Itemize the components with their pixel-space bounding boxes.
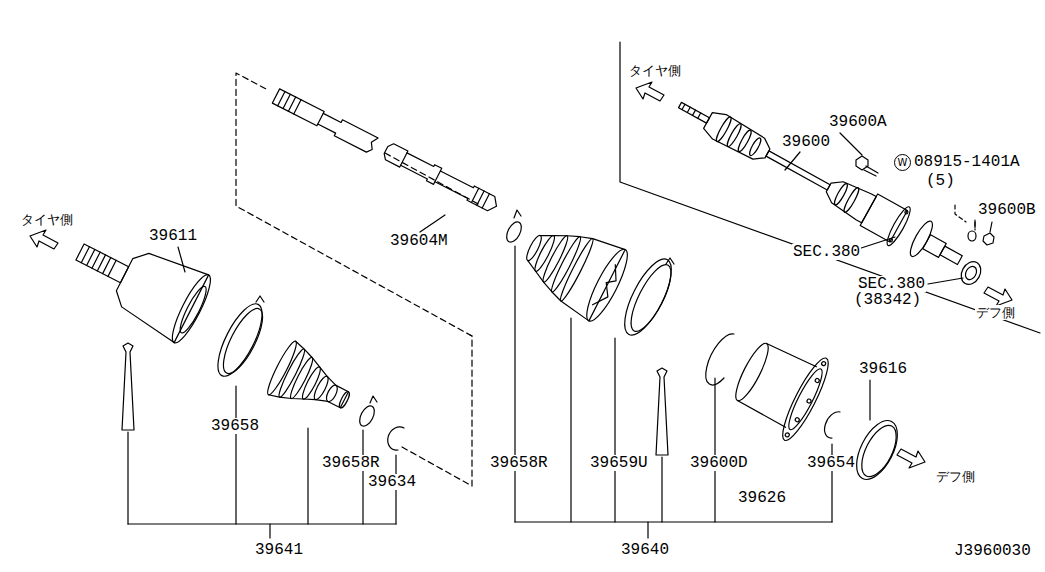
callout-number: 39640 (620, 542, 670, 558)
o-ring (848, 414, 906, 486)
callout-number: 39658 (210, 418, 260, 434)
callout-number: 39658R (489, 455, 549, 471)
shaft (382, 142, 501, 214)
callout-number: 39659U (589, 455, 649, 471)
shaft (272, 88, 378, 154)
frame-line (620, 42, 1040, 333)
drive-shaft-assembly (669, 86, 970, 280)
direction-arrow (30, 82, 1012, 468)
band (504, 219, 525, 244)
callout-number: J3960030 (953, 543, 1032, 559)
direction-label: デフ側 (975, 305, 1016, 320)
direction-label: タイヤ側 (20, 212, 74, 227)
callout-number: 39600 (781, 134, 831, 150)
snap-ring (706, 334, 734, 385)
circled-symbol: W (894, 154, 911, 171)
callout-number: 39611 (148, 228, 198, 244)
band (209, 298, 270, 382)
circlip (388, 427, 404, 450)
boot (512, 211, 634, 326)
callout-number: 08915-1401A (913, 154, 1021, 170)
grease-tube (122, 343, 134, 430)
circlip (825, 412, 840, 438)
housing (724, 327, 835, 444)
nut (983, 233, 994, 245)
outer-joint (63, 218, 217, 347)
bracket (515, 246, 832, 538)
grease-tube (656, 368, 668, 455)
callout-number: 39600D (689, 455, 749, 471)
callout-number: 39600A (828, 114, 888, 130)
symbol-letter: W (898, 157, 908, 168)
seal (957, 258, 984, 288)
direction-label: デフ側 (935, 469, 976, 484)
bracket (128, 386, 396, 538)
callout-number: SEC.380 (857, 276, 926, 292)
callout-number: 39600B (977, 202, 1037, 218)
washer (968, 231, 976, 241)
callout-number: 39604M (389, 233, 449, 249)
bolt (856, 156, 878, 176)
band (357, 403, 378, 428)
callout-number: 39658R (321, 455, 381, 471)
band (616, 253, 681, 341)
callout-number: 39641 (254, 542, 304, 558)
callout-number: 39654 (806, 455, 856, 471)
callout-number: 39626 (737, 490, 787, 506)
callout-number: SEC.380 (792, 244, 861, 260)
callout-number: 39616 (858, 361, 908, 377)
callout-number: (5) (925, 173, 956, 189)
dashed-frame (402, 335, 472, 486)
callout-number: 39634 (367, 474, 417, 490)
boot (264, 339, 361, 428)
callout-number: (38342) (853, 292, 922, 308)
direction-label: タイヤ側 (628, 63, 682, 78)
leader-line (178, 215, 870, 420)
